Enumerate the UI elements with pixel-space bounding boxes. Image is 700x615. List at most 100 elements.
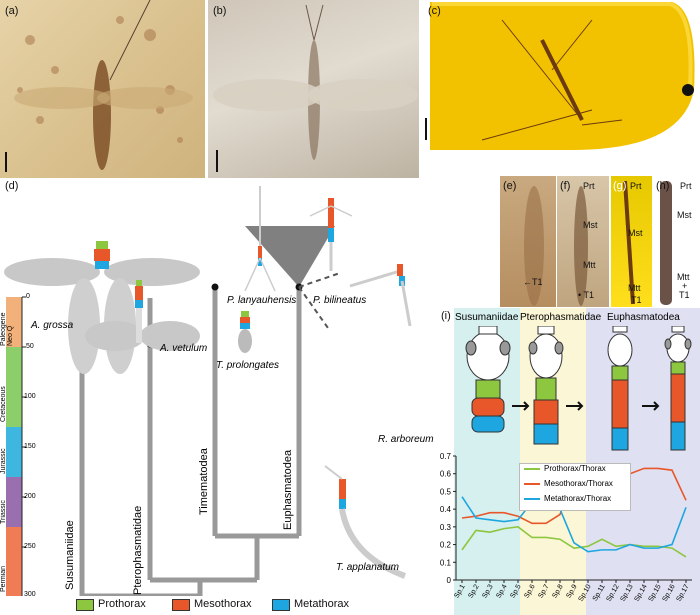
time-tick-50: 50	[26, 343, 34, 350]
taxon-p-bilineatus: P. bilineatus	[313, 295, 367, 306]
y-tick-label: 0.1	[440, 558, 452, 567]
mtt-label-g: Mtt	[628, 283, 641, 293]
amber-photo-g	[611, 176, 652, 307]
right-arrow-icon	[512, 401, 530, 411]
x-tick-label: Sp.6	[523, 583, 536, 599]
t1-label-f: • T1	[578, 290, 594, 300]
x-tick-label: Sp.5	[509, 583, 522, 599]
taxon-p-lanyauhensis: P. lanyauhensis	[227, 295, 297, 306]
time-tick-100: 100	[24, 393, 36, 400]
amber-photo-c	[422, 0, 700, 152]
t1-label-e: ←T1	[523, 277, 543, 287]
header-susumaniidae: Susumaniidae	[455, 312, 519, 323]
fossil-photo-f	[557, 176, 609, 307]
clade-susumaniidae: Susumaniidae	[64, 520, 76, 590]
right-arrow-icon	[642, 401, 660, 411]
x-tick-label: Sp.9	[565, 583, 578, 599]
x-tick-label: Sp.17	[676, 583, 691, 602]
period-cretaceous: Cretaceous	[0, 386, 7, 422]
panel-label-c: (c)	[428, 5, 441, 17]
fossil-photo-b	[208, 0, 419, 178]
legend-label-mesothorax: Mesothorax/Thorax	[544, 479, 613, 488]
prt-label-g: Prt	[630, 181, 642, 191]
taxon-a-grossa: A. grossa	[31, 320, 74, 331]
x-tick-label: Sp.4	[495, 583, 508, 599]
y-tick-label: 0.3	[440, 523, 452, 532]
fossil-photo-e	[500, 176, 556, 307]
fossil-photo-a	[0, 0, 205, 178]
legend-label-prothorax: Prothorax/Thorax	[544, 464, 606, 473]
plus-label-h: +	[682, 281, 688, 291]
legend-prothorax: Prothorax	[98, 598, 146, 610]
period-jurassic: Jurassic	[0, 448, 7, 474]
legend-mesothorax: Mesothorax	[194, 598, 252, 610]
scale-bar-icon	[425, 118, 427, 140]
right-arrow-icon	[566, 401, 584, 411]
thorax-schematic	[465, 326, 692, 451]
panel-label-h: (h)	[656, 180, 670, 192]
chart-legend: Prothorax/Thorax Mesothorax/Thorax Metat…	[519, 463, 631, 511]
eye-icon	[465, 340, 477, 356]
phylogeny-figure	[4, 186, 412, 596]
panel-label-e: (e)	[503, 180, 517, 192]
x-tick-label: Sp.14	[634, 583, 649, 602]
taxon-a-vetulum: A. vetulum	[160, 343, 208, 354]
x-tick-label: Sp.15	[648, 583, 663, 602]
time-tick-200: 200	[24, 493, 36, 500]
y-tick-label: 0.7	[440, 452, 452, 461]
x-tick-label: Sp.3	[481, 583, 494, 599]
series-line-2	[461, 496, 687, 553]
y-tick-label: 0	[447, 576, 452, 585]
time-tick-0: 0	[26, 293, 30, 300]
legend-metathorax: Metathorax	[294, 598, 350, 610]
panel-label-f: (f)	[560, 180, 571, 192]
y-tick-label: 0.5	[440, 487, 452, 496]
time-tick-150: 150	[24, 443, 36, 450]
amber-specimen-c	[425, 2, 695, 150]
taxon-t-applanatum: T. applanatum	[336, 562, 400, 573]
legend-line-mesothorax	[524, 483, 540, 485]
mtt-label-f: Mtt	[583, 260, 596, 270]
mst-label-h: Mst	[677, 210, 692, 220]
x-tick-label: Sp.12	[606, 583, 621, 602]
y-tick-label: 0.4	[440, 505, 452, 514]
schematic-euphasmatodea-1	[607, 326, 633, 451]
prt-label-h: Prt	[680, 181, 692, 191]
legend-swatch-prothorax	[76, 599, 94, 611]
x-tick-label: Sp.10	[578, 583, 593, 602]
time-tick-250: 250	[24, 543, 36, 550]
a-grossa-illustration	[4, 241, 200, 374]
scale-bar-icon	[216, 150, 218, 172]
schematic-pterophasmatidae	[528, 326, 564, 445]
panel-label-a: (a)	[5, 5, 19, 17]
panel-label-g: (g)	[613, 180, 627, 192]
x-tick-label: Sp.13	[620, 583, 635, 602]
x-tick-label: Sp.16	[662, 583, 677, 602]
y-tick-label: 0.2	[440, 541, 452, 550]
fossil-specimen-b	[213, 4, 418, 172]
legend-line-metathorax	[524, 498, 540, 500]
mtt-label-h: Mtt	[677, 272, 690, 282]
y-tick-label: 0.6	[440, 470, 452, 479]
x-tick-label: Sp.8	[551, 583, 564, 599]
time-tick-300: 300	[24, 591, 36, 598]
legend-swatch-mesothorax	[172, 599, 190, 611]
schematic-euphasmatodea-2	[664, 326, 692, 451]
taxon-r-arboreum: R. arboreum	[378, 434, 434, 445]
mst-label-f: Mst	[583, 220, 598, 230]
x-tick-label: Sp.1	[453, 583, 466, 599]
fossil-specimen-a	[5, 0, 193, 172]
t1-label-h: T1	[679, 290, 690, 300]
period-permian: Permian	[0, 565, 7, 592]
clade-pterophasmatidae: Pterophasmatidae	[132, 505, 144, 595]
prt-label-f: Prt	[583, 181, 595, 191]
mst-label-g: Mst	[628, 228, 643, 238]
legend-label-metathorax: Metathorax/Thorax	[544, 494, 612, 503]
series-line-0	[461, 526, 687, 558]
header-pterophasmatidae: Pterophasmatidae	[520, 312, 602, 323]
header-euphasmatodea: Euphasmatodea	[607, 312, 680, 323]
specimen-photo-h	[654, 176, 700, 307]
panel-label-d: (d)	[5, 180, 19, 192]
legend-line-prothorax	[524, 468, 540, 470]
